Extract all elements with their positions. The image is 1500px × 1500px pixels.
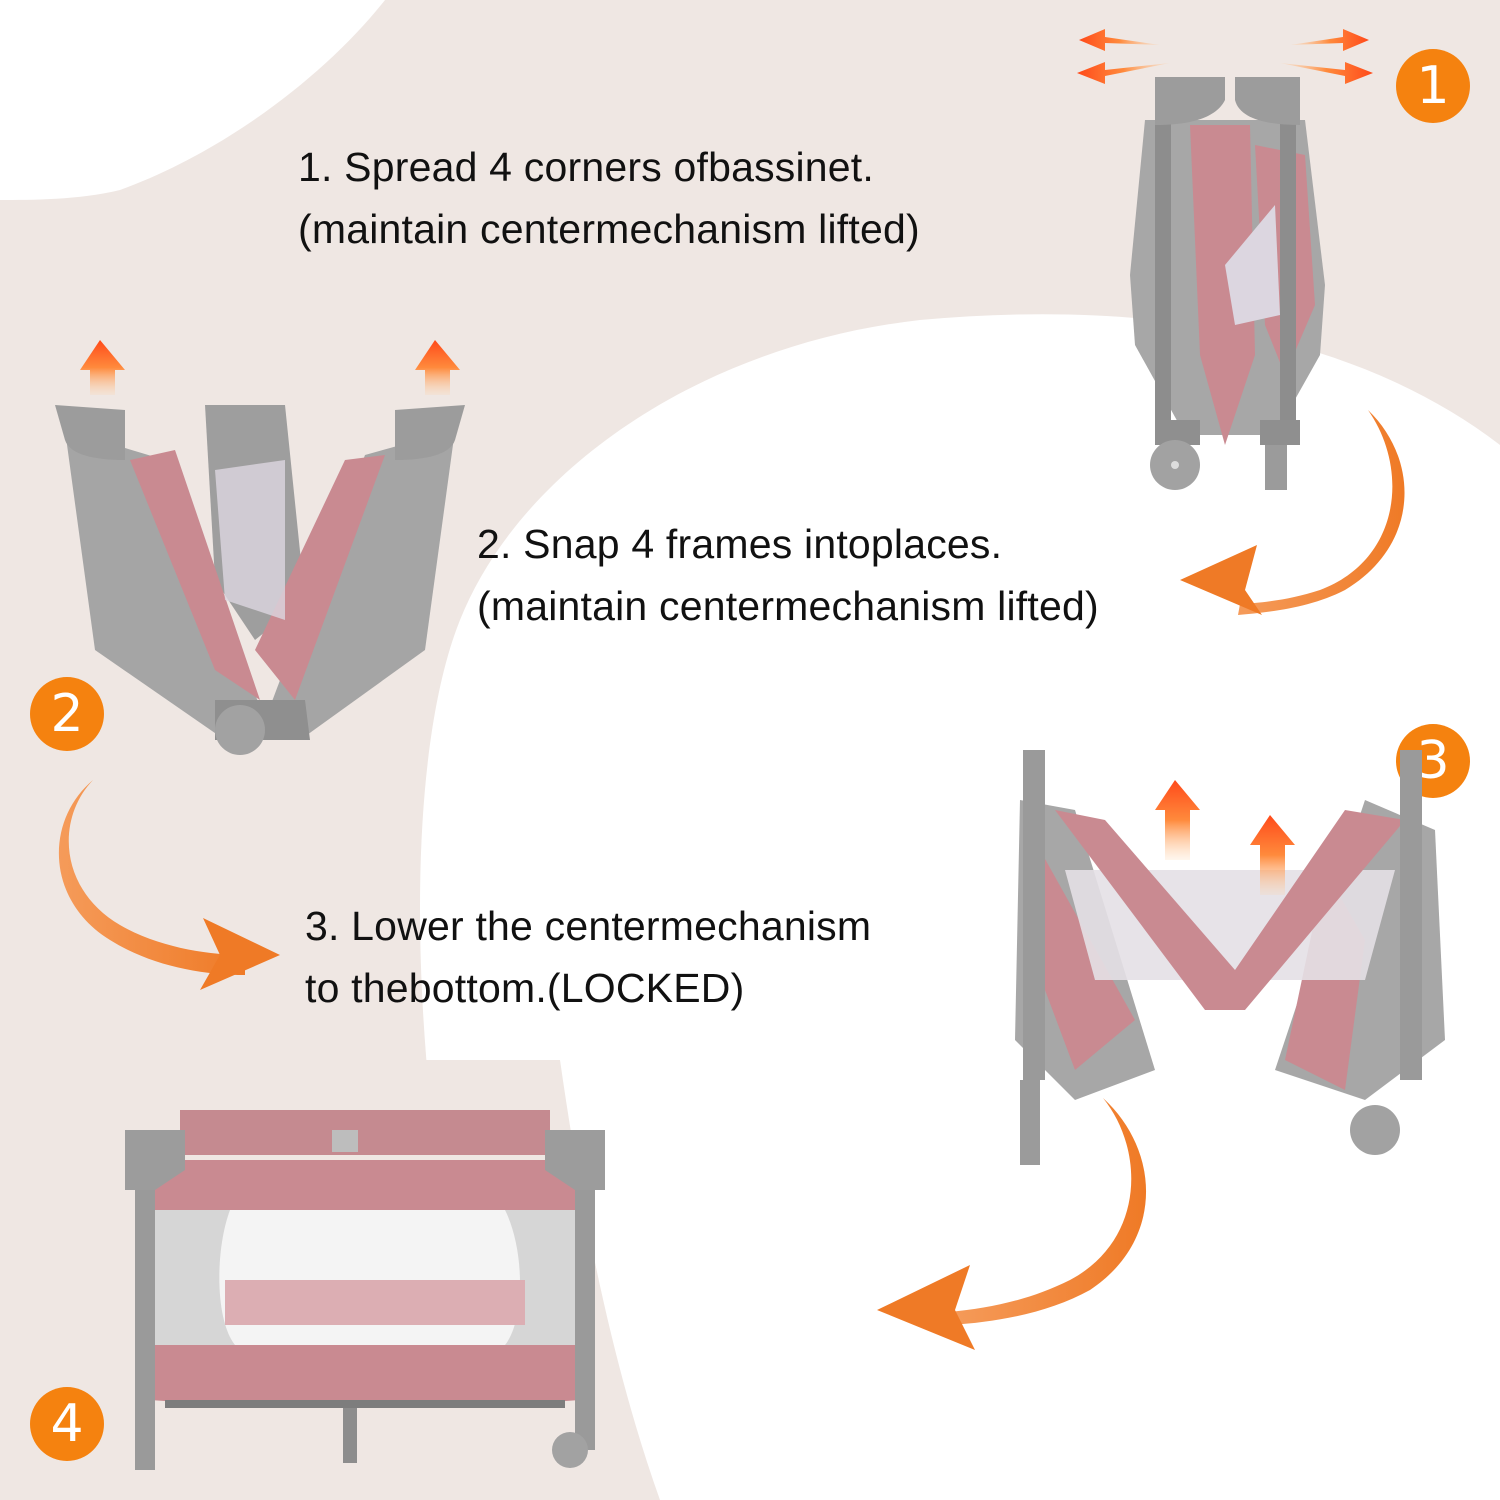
step-1-line-1: 1. Spread 4 corners ofbassinet. bbox=[298, 144, 874, 190]
step-2-line-2: (maintain centermechanism lifted) bbox=[477, 583, 1099, 629]
step-1-badge: 1 bbox=[1396, 49, 1470, 123]
step-2-line-1: 2. Snap 4 frames intoplaces. bbox=[477, 521, 1003, 567]
step-2-instructions: 2. Snap 4 frames intoplaces. (maintain c… bbox=[477, 513, 1099, 637]
step-2-illustration-v-playard bbox=[55, 340, 465, 755]
step-4-badge: 4 bbox=[30, 1387, 104, 1461]
step-3-instructions: 3. Lower the centermechanism to thebotto… bbox=[305, 895, 871, 1019]
step-3-illustration-w-playard bbox=[1015, 750, 1445, 1165]
step-1-instructions: 1. Spread 4 corners ofbassinet. (maintai… bbox=[298, 136, 920, 260]
step-2-badge: 2 bbox=[30, 677, 104, 751]
step-3-line-2: to thebottom.(LOCKED) bbox=[305, 965, 745, 1011]
step-3-line-1: 3. Lower the centermechanism bbox=[305, 903, 872, 949]
step-1-line-2: (maintain centermechanism lifted) bbox=[298, 206, 920, 252]
step-4-illustration-assembled-playard bbox=[125, 1110, 605, 1470]
step-1-illustration-folded-playard bbox=[1077, 29, 1373, 490]
